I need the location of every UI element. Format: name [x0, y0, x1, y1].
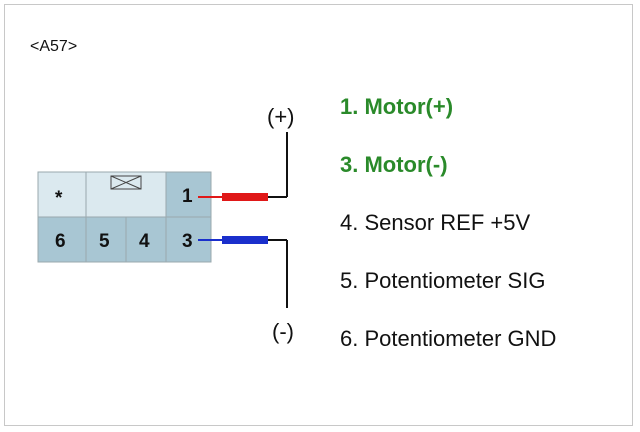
pin-cell-5 — [85, 216, 127, 263]
legend-item-motor-positive: 1. Motor(+) — [340, 94, 454, 119]
positive-wire — [198, 132, 288, 201]
pin-cell-4 — [125, 216, 167, 263]
negative-polarity-label: (-) — [272, 319, 294, 344]
latch-icon — [110, 175, 142, 190]
pin-label-5: 5 — [99, 231, 110, 252]
pin-label-3: 3 — [182, 231, 193, 252]
negative-wire — [198, 236, 288, 308]
pin-label-4: 4 — [139, 231, 150, 252]
pin-cell-6 — [37, 216, 87, 263]
legend-item-potentiometer-gnd: 6. Potentiometer GND — [340, 326, 557, 351]
legend-item-motor-negative: 3. Motor(-) — [340, 152, 448, 177]
connector-id-label: <A57> — [30, 38, 78, 55]
legend-item-potentiometer-sig: 5. Potentiometer SIG — [340, 268, 546, 293]
legend-item-sensor-ref: 4. Sensor REF +5V — [340, 210, 531, 235]
connector-blank-cell — [85, 171, 167, 218]
pin-label-star: * — [55, 188, 63, 209]
pin-cell-1 — [165, 171, 212, 218]
pin-label-6: 6 — [55, 231, 66, 252]
positive-polarity-label: (+) — [267, 104, 295, 129]
pin-label-1: 1 — [182, 186, 193, 207]
pin-legend: 1. Motor(+) 3. Motor(-) 4. Sensor REF +5… — [340, 92, 556, 382]
